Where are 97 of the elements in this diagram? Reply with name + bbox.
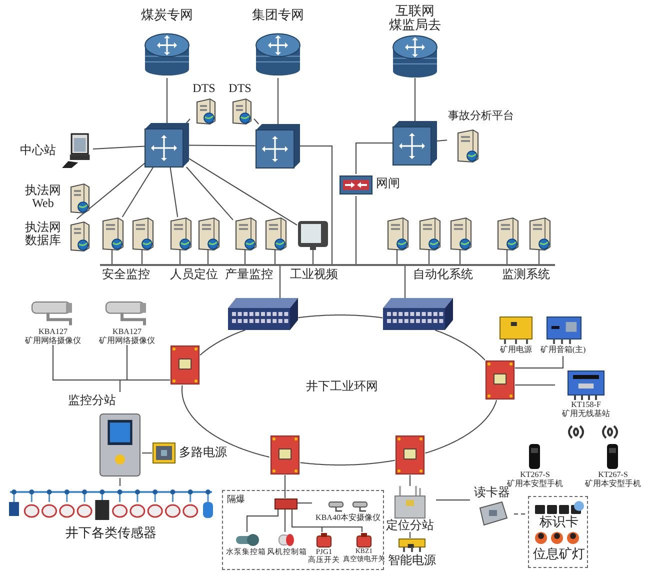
server-icon — [527, 217, 551, 250]
device-label: 互联网 — [394, 4, 436, 18]
device-label: KBA40本安摄像仪 — [314, 514, 382, 523]
connector-line — [122, 166, 154, 218]
device-label: 执法网数据库 — [24, 221, 62, 248]
connector-line — [514, 356, 564, 368]
server-icon — [196, 217, 220, 250]
device-label: 中心站 — [20, 144, 57, 158]
device-label: 煤监局去 — [388, 18, 442, 33]
connector-line — [92, 146, 146, 150]
bus-line — [100, 264, 555, 266]
rack-switch-icon — [228, 298, 298, 330]
connector-line — [246, 508, 278, 532]
device-label: KBA127 矿用网络摄像仪 — [24, 328, 82, 346]
device-label: 读卡器 — [473, 486, 510, 500]
connector-line — [312, 250, 314, 264]
device-label: KBA127 矿用网络摄像仪 — [98, 328, 156, 346]
connector-line — [300, 146, 332, 264]
device-label: 定位分站 — [385, 519, 435, 532]
group-label: 产量监控 — [224, 268, 274, 282]
connector-line — [284, 508, 286, 532]
explosion-proof-box-icon — [395, 435, 425, 475]
server-icon — [263, 217, 287, 250]
connector-line — [188, 158, 298, 226]
device-label: 多路电源 — [179, 446, 228, 460]
device-label: 井下各类传感器 — [64, 526, 158, 541]
server-icon — [100, 217, 124, 250]
connector-line — [200, 330, 246, 356]
connector-line — [76, 162, 146, 220]
connector-line — [142, 452, 152, 454]
network-switch-icon — [145, 123, 189, 167]
network-switch-icon — [256, 124, 300, 168]
device-label: KT158-F 矿用无线基站 — [561, 401, 611, 419]
junction-box-icon — [275, 499, 297, 509]
device-label: 监控分站 — [68, 394, 117, 408]
server-icon — [417, 217, 441, 250]
device-label: 矿用电源 — [499, 346, 533, 355]
connector-line — [284, 474, 286, 498]
group-label: 自动化系统 — [412, 268, 474, 282]
connector-line — [186, 118, 190, 124]
server-icon — [385, 217, 409, 250]
explosion-proof-box-icon — [170, 345, 200, 385]
group-caption: 标识卡 — [538, 515, 580, 530]
group-label: 工业视频 — [289, 268, 339, 282]
server-icon — [233, 217, 257, 250]
connector-line — [436, 140, 448, 142]
device-label: 网闸 — [376, 177, 401, 190]
server-icon — [130, 217, 154, 250]
server-icon — [168, 217, 192, 250]
connector-line — [506, 250, 508, 264]
box-heading: 隔爆 — [227, 494, 246, 504]
connector-line — [414, 78, 416, 122]
connector-line — [186, 166, 234, 220]
group-label: 人员定位 — [169, 268, 219, 282]
device-label: 矿用音箱(主) — [539, 346, 587, 355]
connector-line — [188, 144, 256, 146]
connector-line — [166, 78, 168, 124]
rack-switch-icon — [383, 298, 453, 330]
group-label: 安全监控 — [101, 268, 151, 282]
connector-line — [120, 380, 170, 392]
connector-line — [356, 142, 394, 174]
device-label: DTS — [228, 82, 252, 96]
dashed-group-box — [222, 490, 384, 570]
connector-line — [300, 460, 396, 466]
ring-label: 井下工业环网 — [305, 380, 379, 394]
connector-line — [428, 250, 430, 264]
connector-line — [396, 250, 398, 264]
server-icon — [448, 217, 472, 250]
explosion-proof-box-icon — [270, 435, 300, 475]
device-label: 集团专网 — [251, 8, 305, 23]
connector-line — [538, 250, 540, 264]
device-label: 执法网 Web — [24, 184, 62, 211]
monitor-icon — [297, 220, 329, 250]
dashed-group-box — [528, 496, 588, 568]
connector-line — [298, 314, 384, 318]
server-icon — [495, 217, 519, 250]
connector-line — [254, 118, 260, 124]
explosion-proof-box-icon — [485, 360, 515, 400]
device-label: 事故分析平台 — [447, 110, 515, 122]
device-label: 煤炭专网 — [140, 8, 194, 23]
connector-line — [514, 384, 556, 386]
device-label: KT267-S 矿用本安型手机 — [507, 471, 564, 488]
group-caption: 位息矿灯 — [532, 547, 586, 562]
connector-line — [424, 400, 498, 454]
connector-line — [274, 250, 276, 264]
connector-line — [292, 508, 362, 532]
group-label: 监测系统 — [501, 268, 551, 282]
connector-line — [244, 250, 246, 264]
connector-line — [296, 502, 312, 504]
connector-line — [404, 266, 406, 298]
connector-line — [182, 384, 270, 458]
device-label: 智能电源 — [387, 554, 437, 568]
device-label: KT267-S 矿用本安型手机 — [584, 471, 642, 489]
connector-line — [434, 330, 486, 361]
network-switch-icon — [393, 121, 437, 165]
device-label: DTS — [192, 82, 216, 96]
connector-line — [170, 166, 178, 218]
